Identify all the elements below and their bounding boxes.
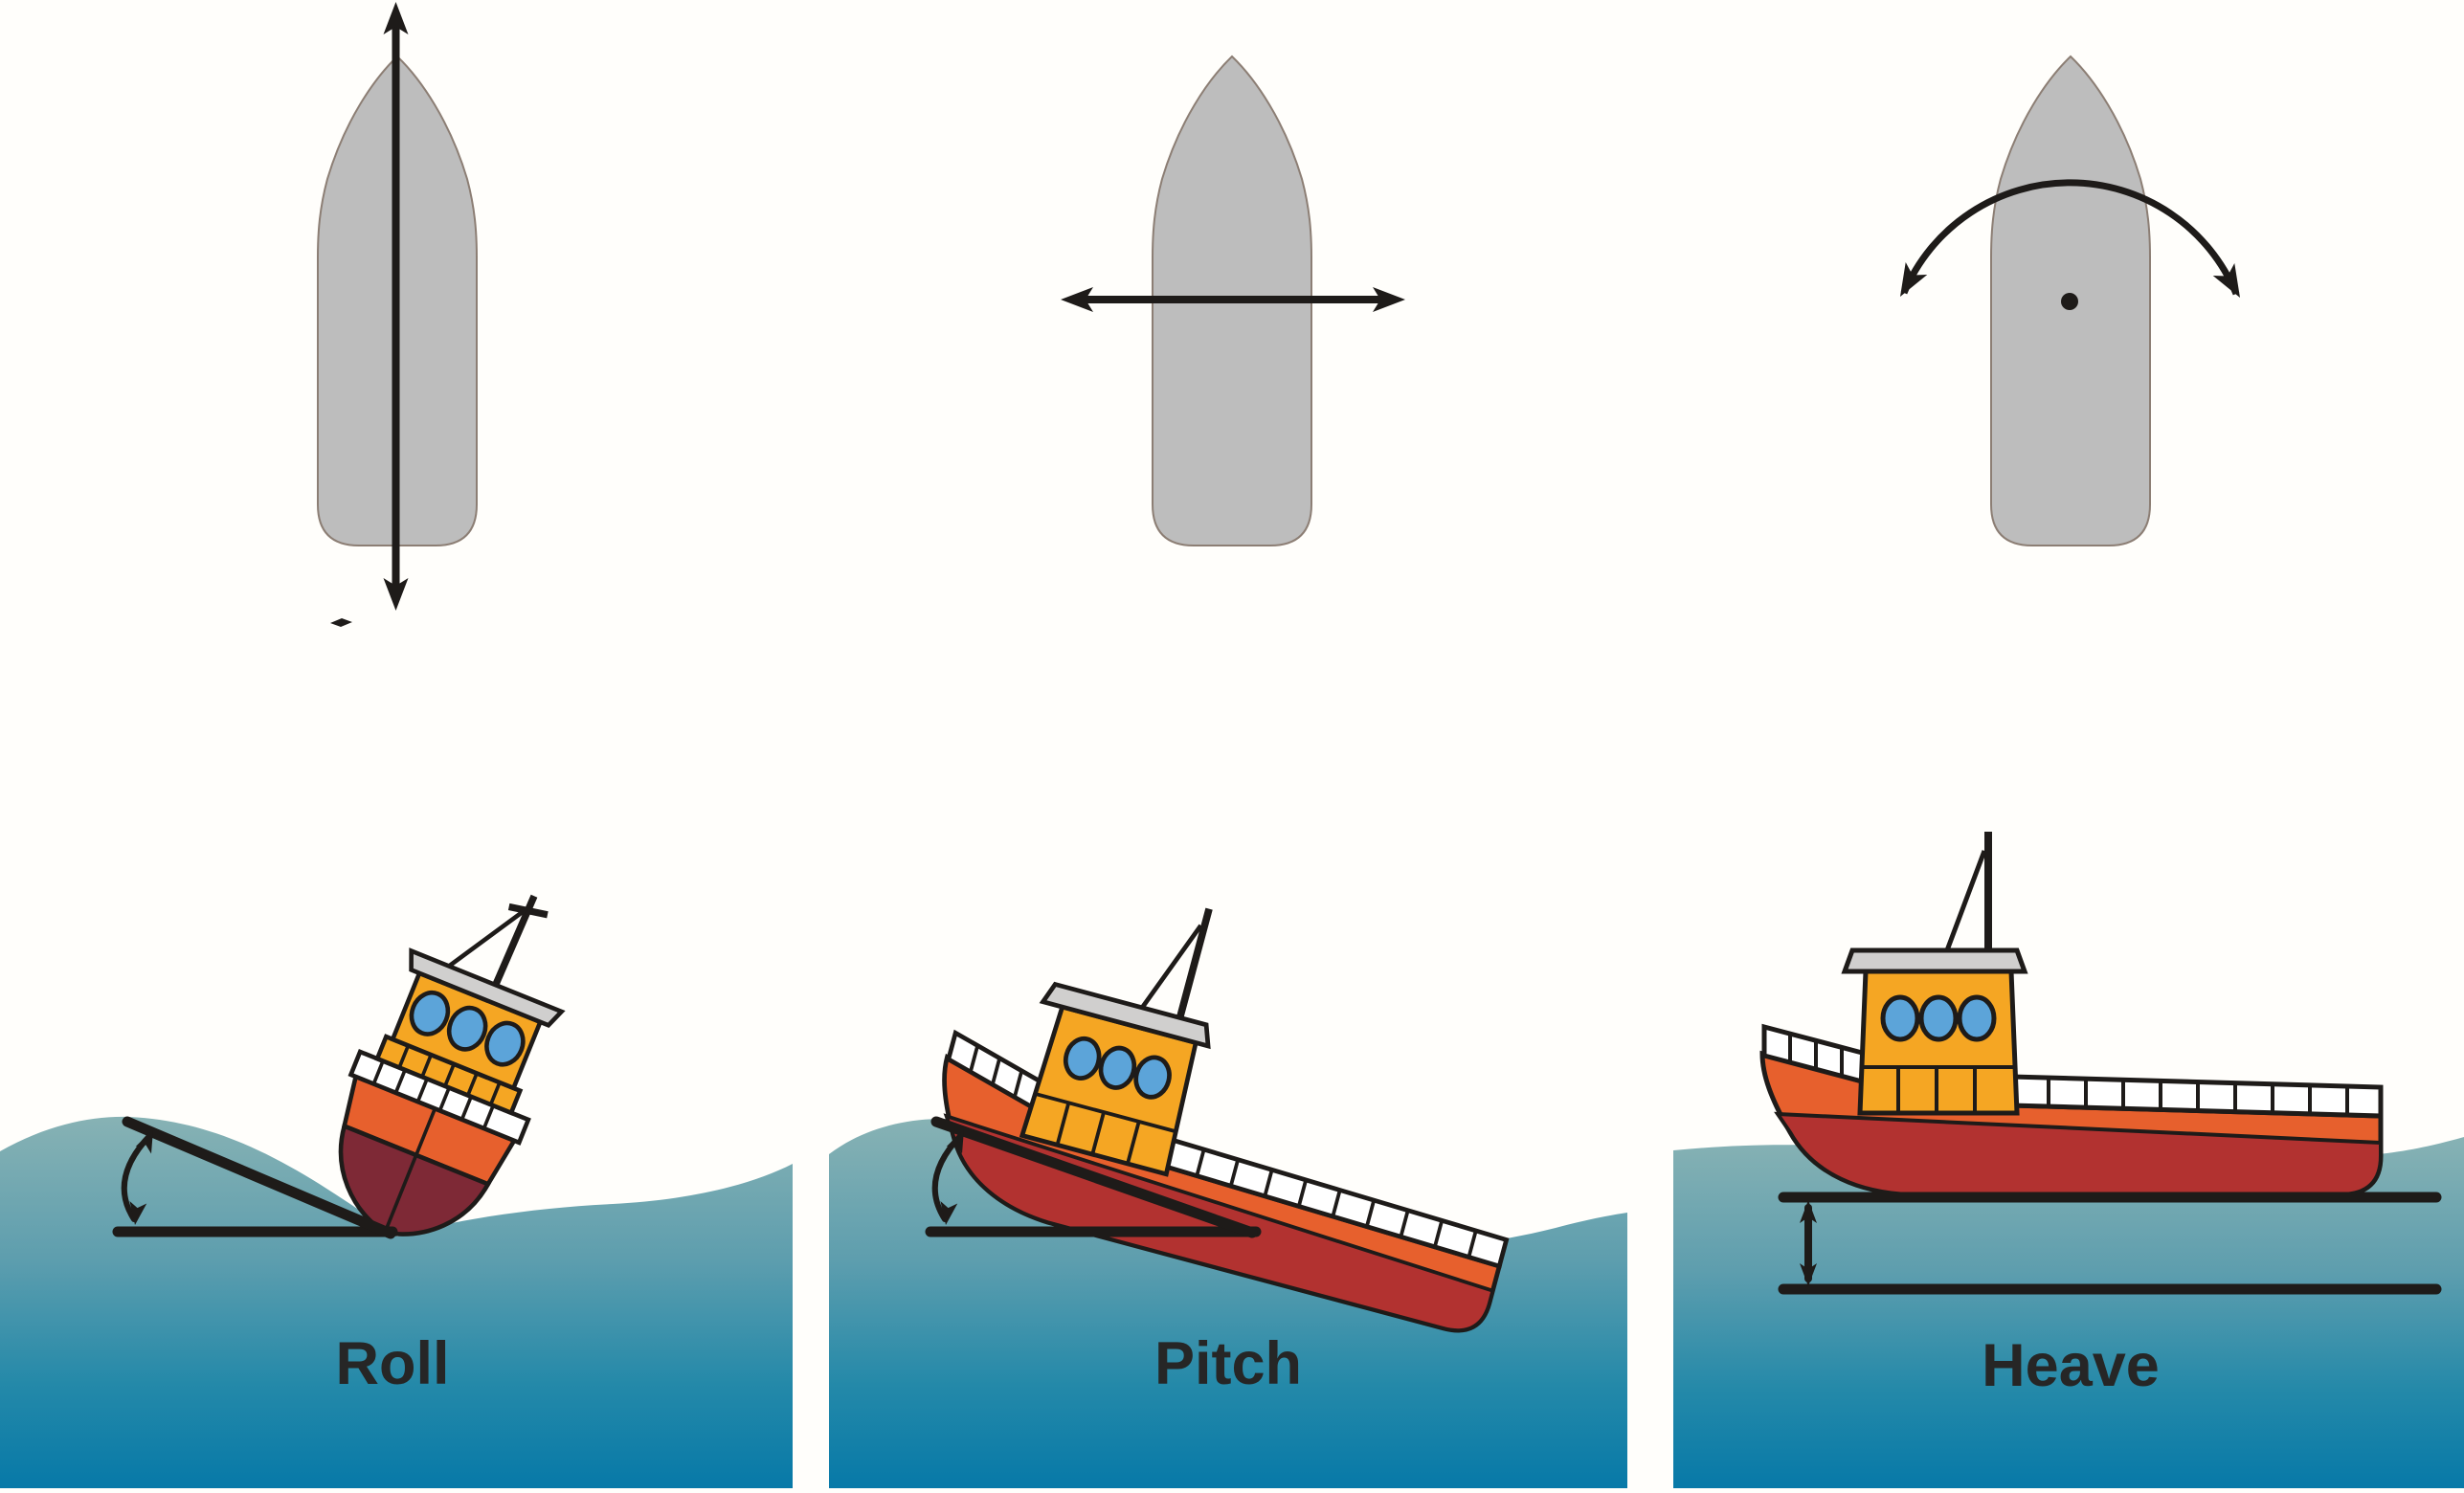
roll-angle-indicator	[112, 1116, 398, 1239]
pitch-angle-indicator	[925, 1116, 1262, 1238]
water-heave-panel	[1673, 1137, 2464, 1488]
roll-label: Roll	[336, 1330, 450, 1397]
pitch-label: Pitch	[1154, 1330, 1302, 1397]
rotation-center-dot	[2061, 293, 2078, 310]
water-roll-panel	[0, 1116, 793, 1488]
roll-axis-arrow-icon	[330, 2, 409, 627]
pitch-axis-arrow-icon	[1061, 287, 1405, 312]
heave-label: Heave	[1982, 1332, 2160, 1399]
stray-mark	[330, 618, 352, 627]
tugboat-heaving	[1762, 832, 2381, 1194]
rotation-arc-arrow-icon	[1889, 179, 2251, 310]
heave-displacement-indicator	[1778, 1192, 2442, 1295]
axis-diagrams	[317, 2, 2251, 627]
